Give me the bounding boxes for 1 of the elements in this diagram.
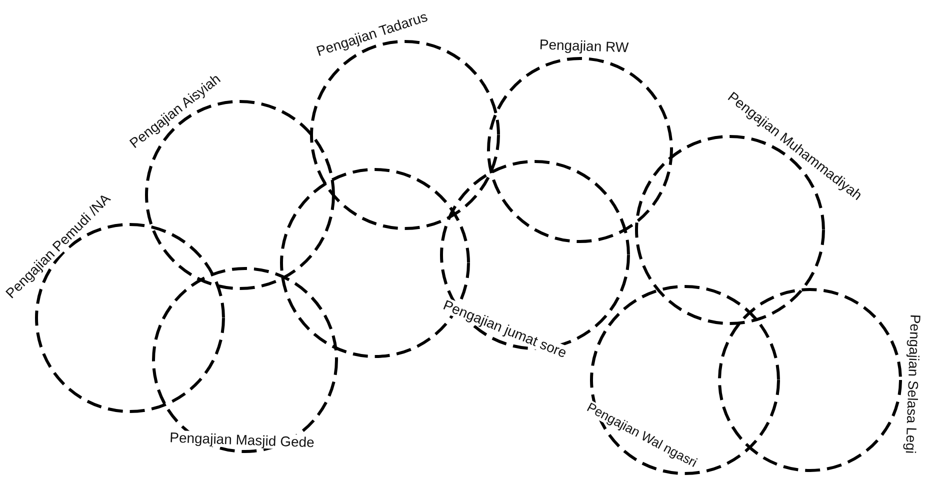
- circle-label: Pengajian Masjid Gede: [168, 430, 317, 450]
